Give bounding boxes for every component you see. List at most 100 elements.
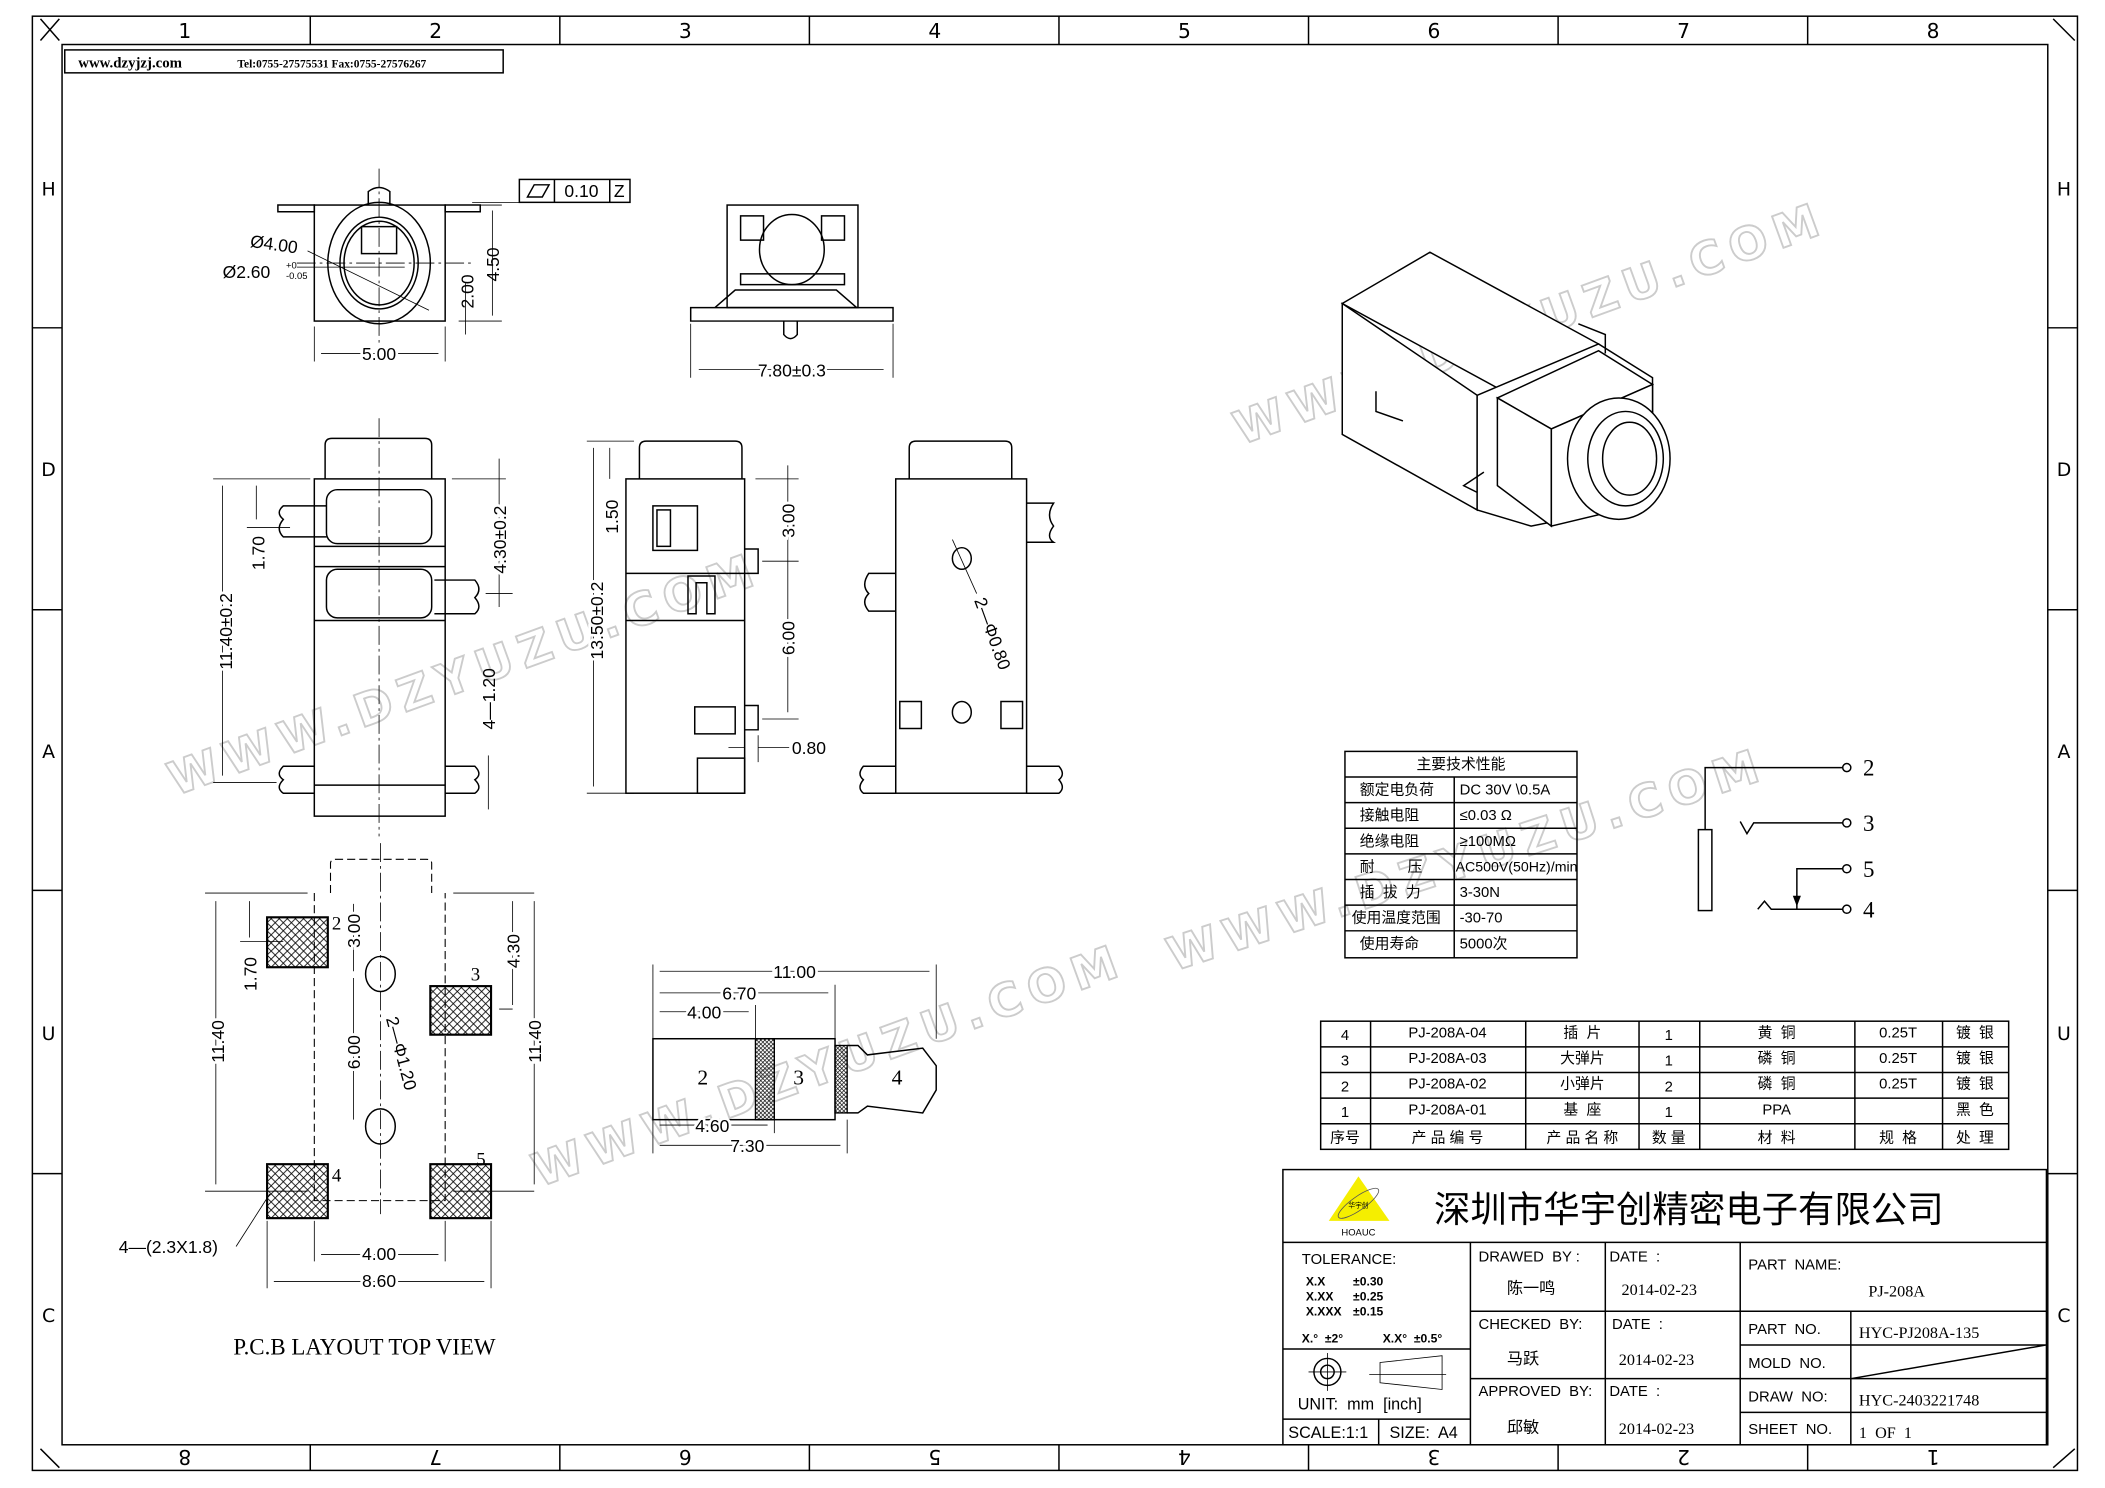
plug-diagram: 2 3 4 11.00 6.70 4.00 4.60 7.30 — [652, 959, 937, 1159]
row-label: U — [42, 1023, 56, 1045]
cell: 磷 铜 — [1758, 1076, 1796, 1093]
plug-section-label: 3 — [793, 1066, 804, 1090]
spec-value: DC 30V \0.5A — [1460, 783, 1551, 799]
part-name-label: PART NAME: — [1748, 1257, 1841, 1273]
pcb-title: P.C.B LAYOUT TOP VIEW — [233, 1334, 496, 1359]
tolerance-key: X.X — [1306, 1275, 1326, 1289]
pcb-hole — [364, 1108, 396, 1145]
cell: PJ-208A-02 — [1408, 1077, 1486, 1093]
logo-text: HOAUC — [1341, 1228, 1375, 1239]
size-text: SIZE: A4 — [1389, 1424, 1457, 1442]
cell: PJ-208A-01 — [1408, 1102, 1486, 1118]
gdt-frame: 0.10 Z — [472, 178, 631, 204]
dim-right-holes: 2—Φ0.80 — [970, 595, 1015, 673]
mold-no-label: MOLD NO. — [1748, 1356, 1825, 1372]
dim-pcb-hole-spacing: 6.00 — [344, 1035, 364, 1069]
plug-section-label: 2 — [697, 1066, 708, 1090]
projection-symbol-icon — [1308, 1353, 1447, 1391]
pad-label: 5 — [476, 1150, 485, 1171]
contact-text: Tel:0755-27575531 Fax:0755-27576267 — [237, 58, 426, 70]
dim-front-dia-outer: Ø4.00 — [249, 231, 299, 257]
middle-view: 13.50±0.2 1.50 3.00 6.00 0.80 — [584, 440, 826, 794]
pad-label: 2 — [332, 913, 341, 934]
cell: 插 片 — [1563, 1024, 1601, 1041]
ruler-rows: H D A U C H D A U C — [41, 179, 2071, 1327]
spec-table: 主要技术性能 额定电负荷 DC 30V \0.5A 接触电阻 ≤0.03 Ω 绝… — [1344, 750, 1578, 959]
column-header: 序号 — [1330, 1130, 1360, 1147]
pad-label: 3 — [471, 965, 480, 986]
column-label: 2 — [1677, 1445, 1690, 1469]
parts-table: 4 PJ-208A-04 插 片 1 黄 铜 0.25T 镀 银 3 PJ-20… — [1319, 1020, 2010, 1151]
cell: 0.25T — [1879, 1077, 1917, 1093]
dim-pcb-pad3: 4.30 — [503, 934, 523, 968]
gdt-tolerance: 0.10 — [564, 181, 598, 201]
parts-row: 2 PJ-208A-02 小弹片 2 磷 铜 0.25T 镀 银 — [1341, 1076, 1994, 1096]
spec-name: 耐 压 — [1360, 858, 1423, 875]
cell: PJ-208A-03 — [1408, 1051, 1486, 1067]
dim-front-center: 2.00 — [457, 274, 477, 308]
cell: 1 — [1665, 1105, 1673, 1121]
pcb-layout-view: 2 3 4 5 11.40 1.70 3.00 6.00 2—Φ1.20 4.3… — [119, 843, 548, 1359]
dim-plug-670: 6.70 — [722, 984, 756, 1004]
dim-front-dia-inner: Ø2.60 — [223, 262, 271, 282]
column-label: 8 — [178, 1445, 191, 1469]
dim-left-pin-spacing: 4.30±0.2 — [490, 506, 510, 574]
date-label: DATE : — [1609, 1249, 1660, 1265]
ruler-bottom: 8 7 6 5 4 3 2 1 — [178, 1445, 1939, 1469]
checked-by-label: CHECKED BY: — [1479, 1317, 1583, 1333]
dim-pcb-total-left: 11.40 — [208, 1020, 228, 1063]
column-label: 3 — [679, 19, 692, 43]
dim-mid-peg-width: 0.80 — [792, 738, 826, 758]
column-header: 产 品 编 号 — [1412, 1130, 1484, 1147]
column-label: 4 — [1178, 1445, 1191, 1469]
cell: 小弹片 — [1560, 1076, 1605, 1093]
cell: 黑 色 — [1956, 1101, 1994, 1118]
dim-pcb-holes: 2—Φ1.20 — [382, 1014, 421, 1092]
column-label: 7 — [1677, 19, 1690, 43]
dim-pcb-pads: 4—(2.3X1.8) — [119, 1237, 218, 1257]
plug-section-label: 4 — [892, 1066, 903, 1090]
dim-tol-lower: -0.05 — [286, 271, 308, 282]
tolerance-key: X.XXX — [1306, 1304, 1342, 1318]
column-label: 1 — [178, 19, 191, 43]
left-view: 11.40±0.2 1.70 4.30±0.2 4—1.20 — [213, 418, 513, 837]
cell: 3 — [1341, 1054, 1349, 1070]
column-header: 规 格 — [1879, 1130, 1917, 1147]
dim-front-height: 4.50 — [483, 247, 503, 281]
column-label: 5 — [928, 1445, 941, 1469]
cell: 1 — [1341, 1105, 1349, 1121]
column-label: 3 — [1428, 1445, 1441, 1469]
row-label: U — [2057, 1023, 2071, 1045]
cell: 磷 铜 — [1758, 1050, 1796, 1067]
spec-name: 插 拔 力 — [1360, 884, 1421, 901]
draw-no-label: DRAW NO: — [1748, 1390, 1827, 1406]
tolerance-key: X.XX — [1306, 1289, 1334, 1303]
front-view: Ø4.00 Ø2.60 +0 -0.05 5.00 4.50 2.00 — [223, 168, 503, 367]
checked-by: 马跃 — [1507, 1350, 1539, 1368]
spec-value: ≥100MΩ — [1460, 834, 1516, 850]
cell: 0.25T — [1879, 1025, 1917, 1041]
dim-pcb-hole1: 3.00 — [344, 914, 364, 948]
parts-row: 1 PJ-208A-01 基 座 1 PPA 黑 色 — [1341, 1101, 1994, 1121]
pad-label: 4 — [332, 1166, 342, 1187]
dim-mid-peg1: 3.00 — [779, 503, 799, 537]
column-label: 6 — [679, 1445, 692, 1469]
angle-tolerance: X.X° ±0.5° — [1383, 1331, 1443, 1345]
spec-value: -30-70 — [1460, 911, 1503, 927]
column-header: 产 品 名 称 — [1547, 1130, 1619, 1147]
ruler-top: 1 2 3 4 5 6 7 8 — [178, 19, 1939, 43]
column-header: 材 料 — [1758, 1130, 1796, 1147]
checked-date: 2014-02-23 — [1619, 1352, 1694, 1369]
parts-row: 3 PJ-208A-03 大弹片 1 磷 铜 0.25T 镀 银 — [1341, 1050, 1994, 1070]
pin-label: 4 — [1863, 897, 1875, 922]
spec-value: ≤0.03 Ω — [1460, 808, 1512, 824]
cell: 镀 银 — [1956, 1050, 1994, 1067]
tolerance-value: ±0.30 — [1353, 1275, 1384, 1289]
approved-by-label: APPROVED BY: — [1479, 1384, 1593, 1400]
scale-text: SCALE:1:1 — [1288, 1424, 1368, 1442]
drawed-by-label: DRAWED BY : — [1479, 1249, 1580, 1265]
drawed-by: 陈一鸣 — [1507, 1280, 1556, 1298]
spec-name: 接触电阻 — [1360, 807, 1419, 824]
cell: PJ-208A-04 — [1408, 1025, 1486, 1041]
pad-2 — [266, 916, 329, 969]
